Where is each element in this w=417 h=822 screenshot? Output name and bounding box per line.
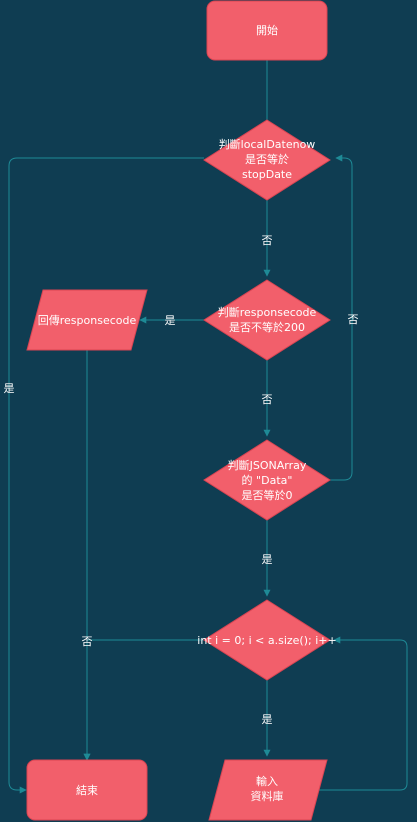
node-check-code-line-2: 是否不等於200 <box>229 320 305 334</box>
node-loop[interactable]: int i = 0; i < a.size(); i++ <box>197 599 337 681</box>
node-check-date-line-2: 是否等於 <box>245 152 289 166</box>
edge-array-back-to-date <box>330 154 353 481</box>
node-end-label: 結束 <box>76 783 98 797</box>
edge-date-to-end <box>8 157 204 794</box>
node-check-date[interactable]: 判斷localDatenow 是否等於 stopDate <box>203 119 331 201</box>
edges <box>8 60 408 794</box>
label-date-no: 否 <box>262 234 273 247</box>
node-end[interactable]: 結束 <box>26 759 148 821</box>
node-check-array-line-2: 的 "Data" <box>242 473 293 487</box>
node-check-code[interactable]: 判斷responsecode 是否不等於200 <box>203 279 331 361</box>
node-check-array-line-3: 是否等於0 <box>242 488 293 502</box>
nodes: 開始 判斷localDatenow 是否等於 stopDate 判斷respon… <box>26 0 337 821</box>
label-loop-no: 否 <box>82 635 93 648</box>
edge-labels: 否 是 否 否 是 是 否 是 <box>4 234 359 726</box>
node-return-code-label: 回傳responsecode <box>38 314 137 327</box>
node-insert-db[interactable]: 輸入 資料庫 <box>208 759 328 821</box>
node-start[interactable]: 開始 <box>206 0 328 61</box>
node-check-date-line-1: 判斷localDatenow <box>219 138 316 151</box>
node-check-array-line-1: 判斷JSONArray <box>228 459 307 472</box>
label-code-no: 否 <box>262 393 273 406</box>
node-check-code-line-1: 判斷responsecode <box>218 306 317 319</box>
node-start-label: 開始 <box>256 23 278 37</box>
edge-loop-to-end <box>83 639 204 761</box>
edge-insert-back-to-loop <box>312 636 408 791</box>
node-loop-label: int i = 0; i < a.size(); i++ <box>197 634 336 647</box>
label-date-yes: 是 <box>4 382 15 395</box>
node-insert-db-line-2: 資料庫 <box>251 789 284 803</box>
label-array-no: 否 <box>348 313 359 326</box>
node-check-array[interactable]: 判斷JSONArray 的 "Data" 是否等於0 <box>203 439 331 521</box>
node-insert-db-line-1: 輸入 <box>256 774 278 788</box>
node-check-date-line-3: stopDate <box>242 168 292 181</box>
label-array-yes: 是 <box>262 553 273 566</box>
label-loop-yes: 是 <box>262 713 273 726</box>
label-code-yes: 是 <box>165 314 176 327</box>
node-return-code[interactable]: 回傳responsecode <box>26 289 148 351</box>
